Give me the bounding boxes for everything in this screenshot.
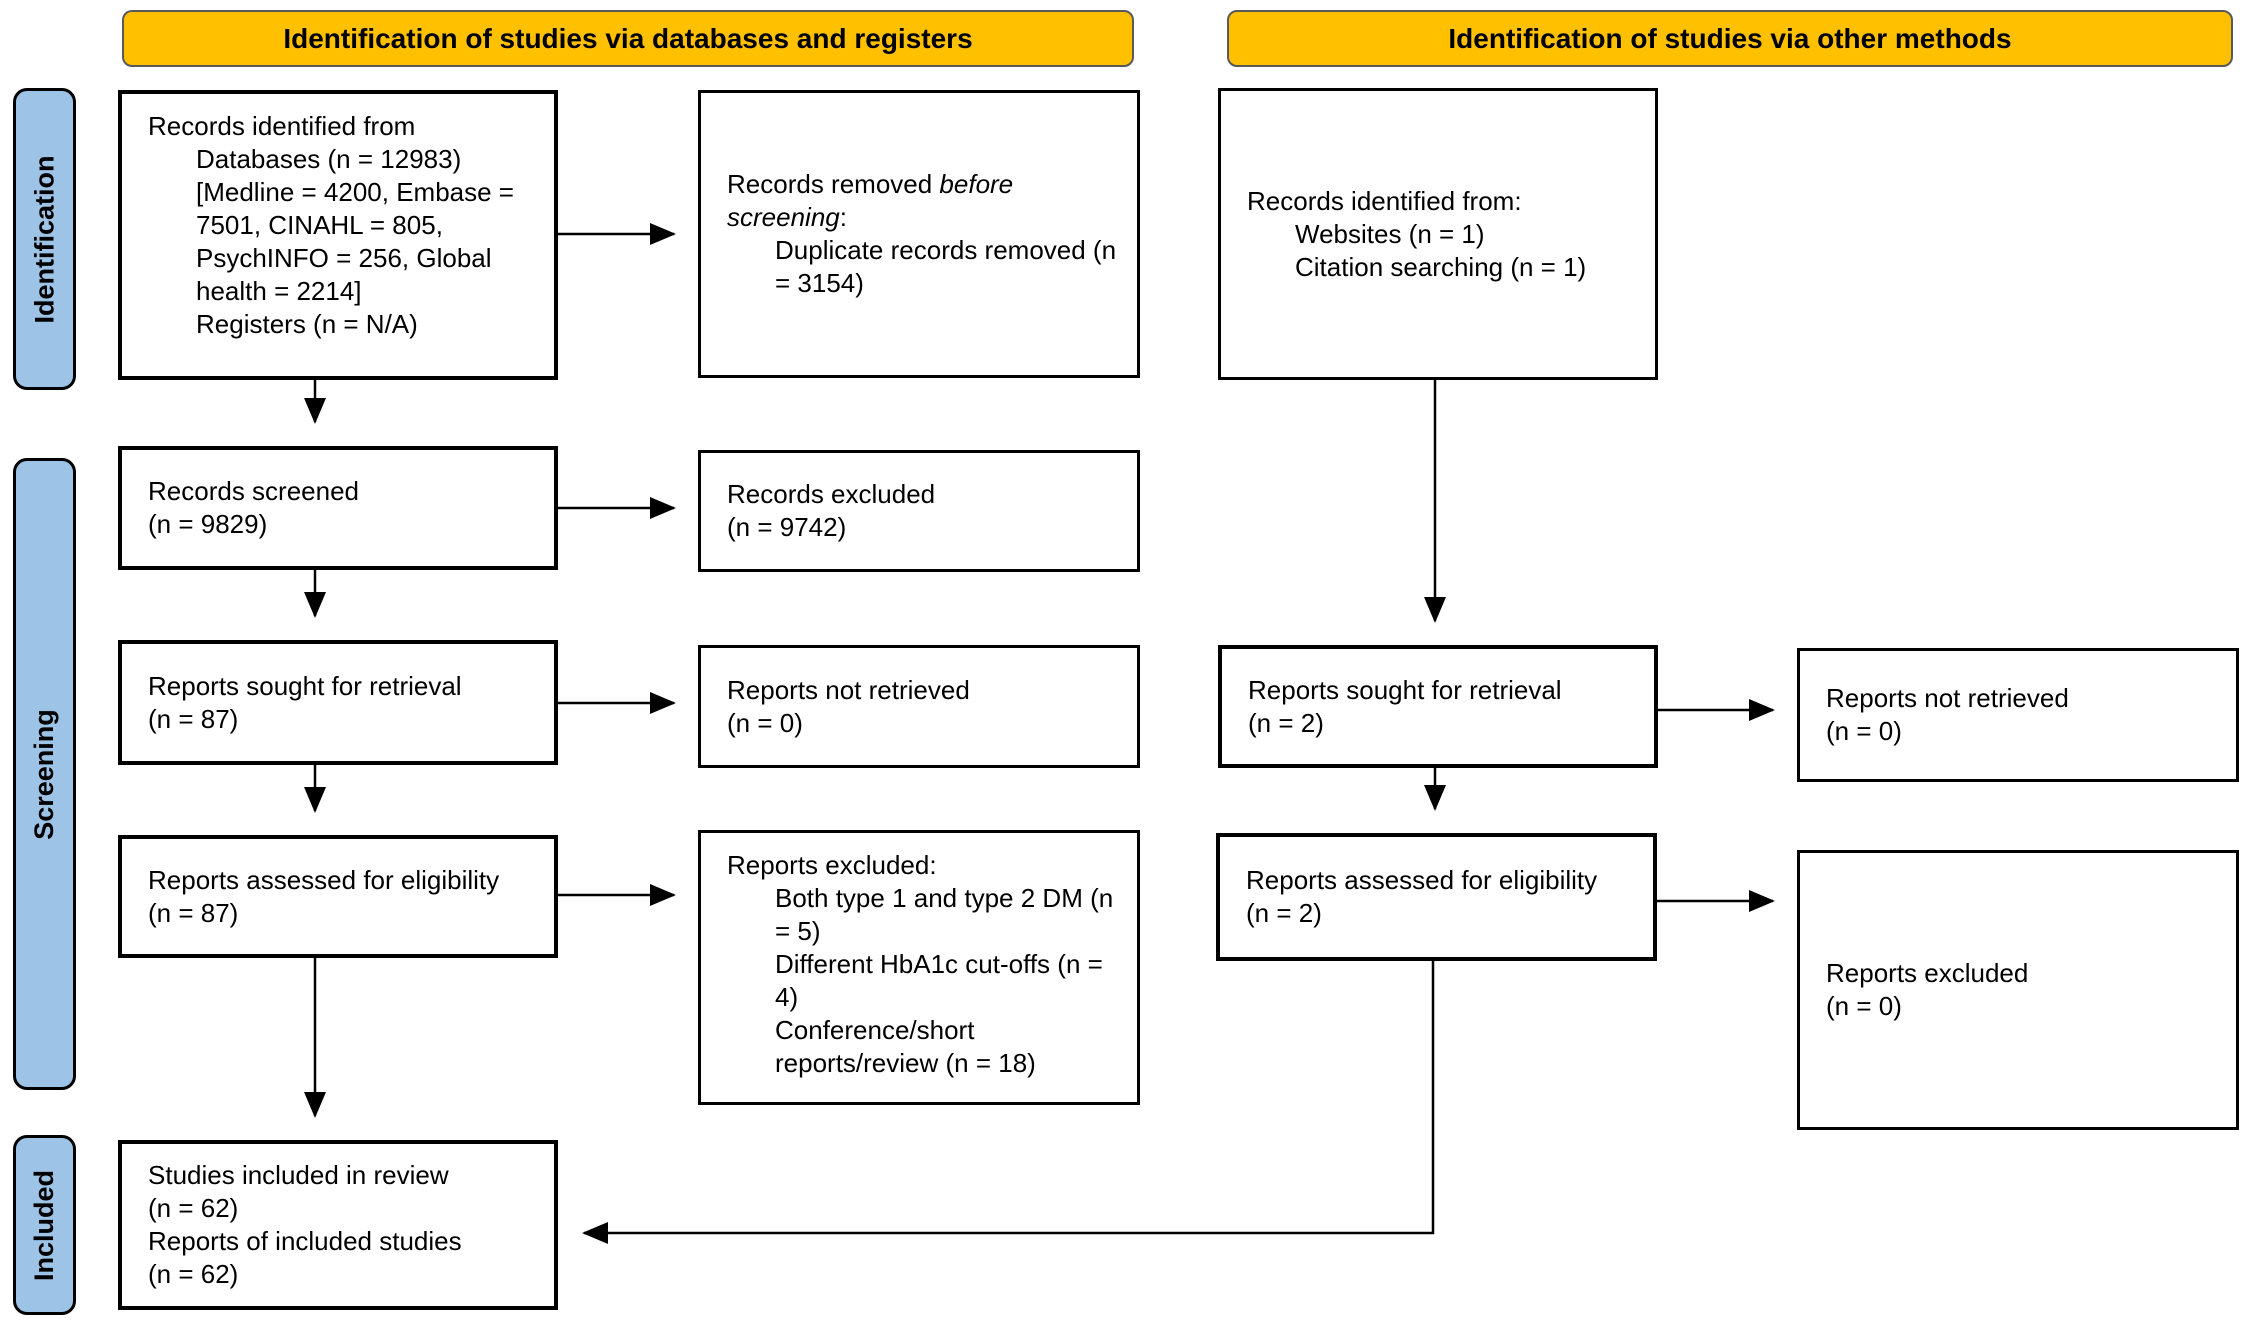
text-line: Duplicate records removed (n (775, 235, 1117, 265)
box-records-removed-before-screening: Records removed before screening: Duplic… (698, 90, 1140, 378)
text-line: health = 2214] (196, 276, 362, 306)
text-line: Reports assessed for eligibility (1246, 865, 1598, 895)
header-databases-registers: Identification of studies via databases … (122, 10, 1134, 67)
text-line: Reports not retrieved (1826, 683, 2069, 713)
header-other-methods: Identification of studies via other meth… (1227, 10, 2233, 67)
text-line: (n = 62) (148, 1259, 239, 1289)
text-line: (n = 0) (1826, 991, 1902, 1021)
stage-included: Included (13, 1135, 76, 1315)
box-studies-included: Studies included in review (n = 62) Repo… (118, 1140, 558, 1310)
text-line: Both type 1 and type 2 DM (n (775, 883, 1114, 913)
text-line: screening: (727, 201, 1121, 234)
stage-screening-label: Screening (29, 708, 60, 840)
box-records-screened: Records screened (n = 9829) (118, 446, 558, 570)
box-reports-excluded-databases: Reports excluded: Both type 1 and type 2… (698, 830, 1140, 1105)
text-line: Records screened (148, 476, 359, 506)
text-line: = 5) (775, 916, 821, 946)
text-segment-italic: screening (727, 202, 840, 232)
text-line: (n = 62) (148, 1193, 239, 1223)
text-line: 4) (775, 982, 799, 1012)
text-line: (n = 2) (1248, 707, 1324, 738)
text-line: Reports not retrieved (727, 674, 970, 705)
text-line: Studies included in review (148, 1160, 449, 1190)
text-line: Records identified from: (1247, 185, 1522, 216)
text-line: Conference/short (775, 1015, 975, 1045)
text-line: = 3154) (775, 268, 864, 298)
box-reports-assessed-databases: Reports assessed for eligibility (n = 87… (118, 835, 558, 958)
text-line: [Medline = 4200, Embase = (196, 177, 514, 207)
text-line: Citation searching (n = 1) (1295, 251, 1587, 282)
text-line: Websites (n = 1) (1295, 218, 1485, 249)
text-segment: : (839, 202, 847, 232)
box-reports-not-retrieved-databases: Reports not retrieved (n = 0) (698, 645, 1140, 768)
text-line: Reports sought for retrieval (148, 670, 462, 701)
stage-screening: Screening (13, 458, 76, 1090)
text-line: Reports excluded: (727, 850, 937, 880)
text-segment: Records removed (727, 169, 940, 199)
box-records-identified-databases: Records identified from Databases (n = 1… (118, 90, 558, 380)
stage-included-label: Included (29, 1169, 60, 1281)
text-line: PsychINFO = 256, Global (196, 243, 492, 273)
box-reports-excluded-other: Reports excluded (n = 0) (1797, 850, 2239, 1130)
box-reports-sought-databases: Reports sought for retrieval (n = 87) (118, 640, 558, 765)
text-line: Registers (n = N/A) (196, 309, 418, 339)
box-records-excluded: Records excluded (n = 9742) (698, 450, 1140, 572)
box-records-identified-other: Records identified from: Websites (n = 1… (1218, 88, 1658, 380)
box-reports-assessed-other: Reports assessed for eligibility (n = 2) (1216, 833, 1657, 961)
text-line: (n = 87) (148, 897, 239, 928)
text-line: (n = 9829) (148, 509, 268, 539)
text-line: 7501, CINAHL = 805, (196, 210, 443, 240)
text-line: (n = 0) (727, 707, 803, 738)
text-line: Databases (n = 12983) (196, 144, 462, 174)
stage-identification-label: Identification (29, 155, 59, 323)
text-line: Reports sought for retrieval (1248, 674, 1562, 705)
text-line: Records identified from (148, 111, 416, 141)
text-line: (n = 2) (1246, 898, 1322, 928)
text-line: Reports excluded (1826, 958, 2029, 988)
text-line: (n = 0) (1826, 716, 1902, 746)
box-reports-not-retrieved-other: Reports not retrieved (n = 0) (1797, 648, 2239, 782)
stage-identification: Identification (13, 88, 76, 390)
text-line: (n = 87) (148, 703, 239, 734)
text-segment-italic: before (939, 169, 1014, 199)
text-line: Different HbA1c cut-offs (n = (775, 949, 1103, 979)
box-reports-sought-other: Reports sought for retrieval (n = 2) (1218, 645, 1658, 768)
header-other-methods-label: Identification of studies via other meth… (1448, 22, 2012, 54)
text-line: reports/review (n = 18) (775, 1048, 1036, 1078)
text-line: (n = 9742) (727, 512, 847, 542)
text-line: Records excluded (727, 479, 936, 509)
header-databases-registers-label: Identification of studies via databases … (283, 22, 973, 54)
text-line: Reports of included studies (148, 1226, 462, 1256)
text-line: Records removed before (727, 168, 1121, 201)
text-line: Reports assessed for eligibility (148, 864, 500, 895)
